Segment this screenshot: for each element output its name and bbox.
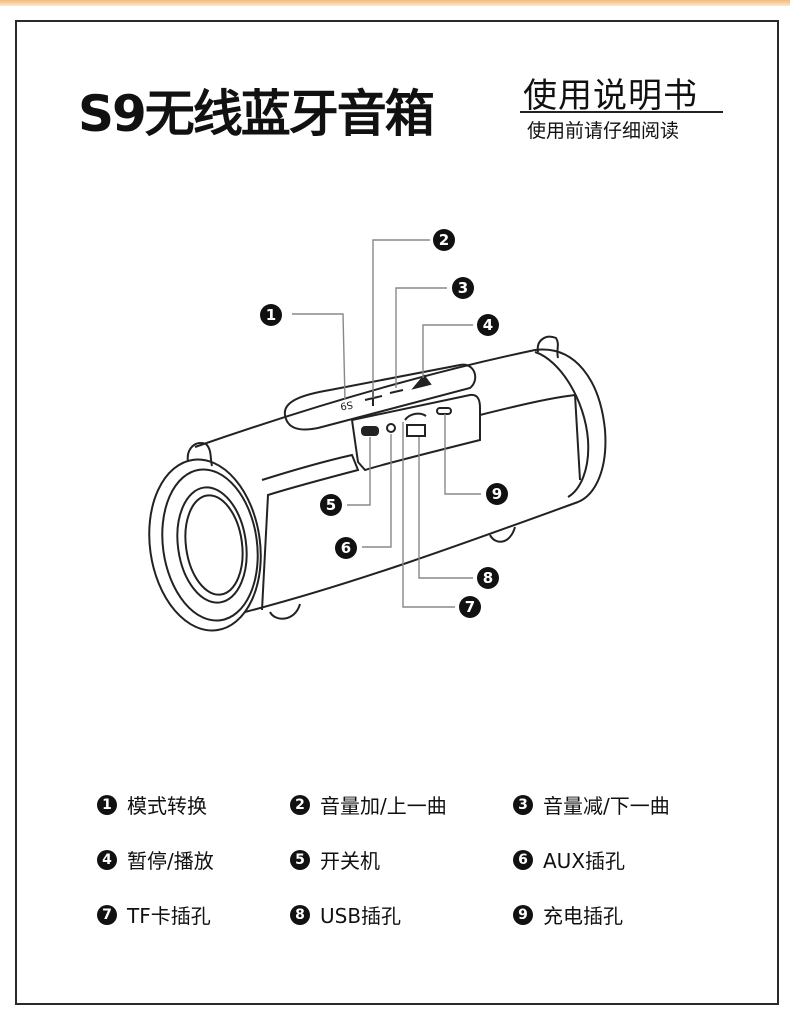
top-accent-bar [0,0,790,6]
side-panel-left [261,453,360,611]
callout-6: 6 [335,537,357,559]
button-panel [283,363,477,431]
speaker-driver [176,486,248,604]
manual-subtitle: 使用前请仔细阅读 [527,120,680,142]
port-panel [350,393,481,472]
foot-left [269,603,301,620]
device-label: S9 [339,398,353,411]
callout-7: 7 [459,596,481,618]
callout-2: 2 [433,229,455,251]
callout-5: 5 [320,494,342,516]
product-title: S9无线蓝牙音箱 [78,85,435,143]
charge-port [436,407,452,415]
callout-3: 3 [452,277,474,299]
callout-9: 9 [486,483,508,505]
foot-right [489,526,516,543]
heading-divider [520,111,723,113]
power-switch [361,426,379,436]
speaker-end-outer [148,458,262,632]
callout-4: 4 [477,314,499,336]
strap-hook-right [536,335,559,359]
page-frame [15,20,779,1005]
usb-port [406,424,426,437]
tf-slot [404,412,427,421]
side-panel-right [479,393,581,481]
callout-1: 1 [260,304,282,326]
volume-down-icon [389,389,404,394]
callout-8: 8 [477,567,499,589]
speaker-body-inner [534,351,590,498]
strap-hook-left [186,442,213,467]
speaker-end-ring [161,468,259,622]
aux-port [386,423,396,433]
speaker-body [194,348,607,613]
play-pause-icon [411,374,432,390]
manual-heading: 使用说明书 [523,76,698,116]
